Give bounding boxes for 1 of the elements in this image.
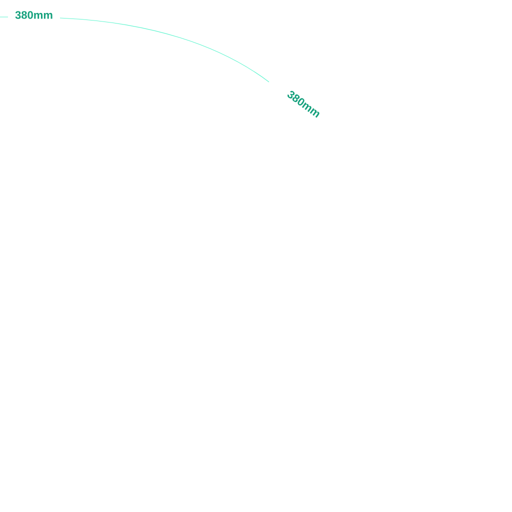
dimension-label: 380mm [15,11,52,19]
